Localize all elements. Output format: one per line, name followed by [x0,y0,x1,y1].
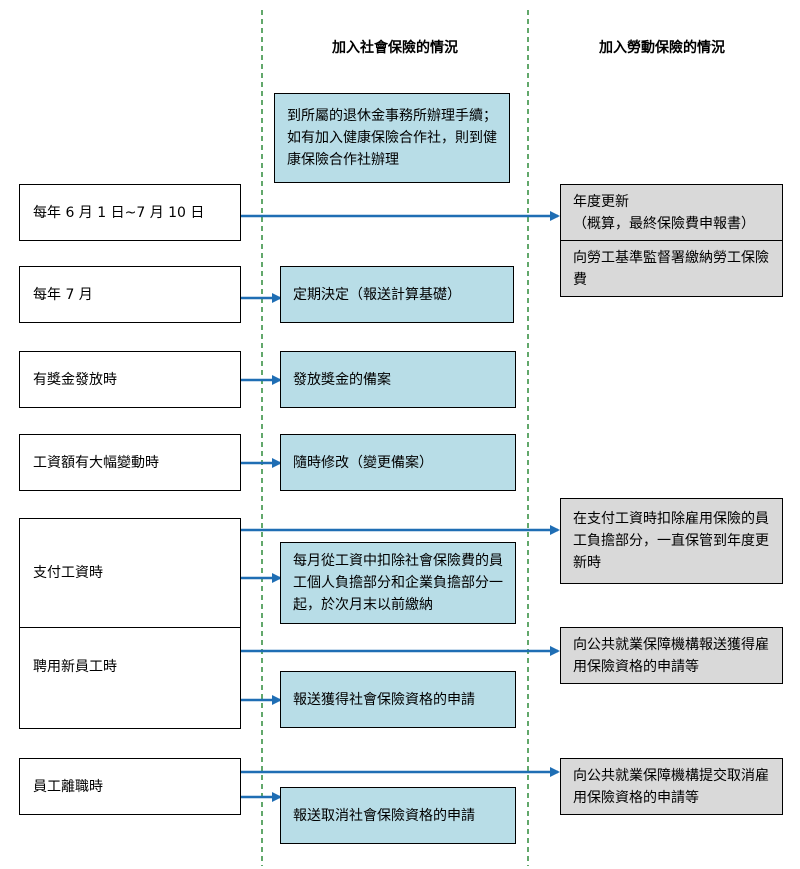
labor-employment-insurance-deduction: 在支付工資時扣除雇用保險的員工負擔部分，一直保管到年度更新時 [560,498,783,584]
social-qualification-cancellation: 報送取消社會保險資格的申請 [280,787,516,844]
header-labor-insurance: 加入勞動保險的情況 [599,40,725,56]
social-action-text: 隨時修改（變更備案） [293,454,433,471]
social-action-text: 發放獎金的備案 [293,371,391,388]
social-top-note-text: 到所屬的退休金事務所辦理手續；如有加入健康保險合作社，則到健康保險合作社辦理 [287,108,497,168]
arrows [241,211,560,802]
event-pay-wages: 支付工資時 [19,518,241,628]
labor-action-text: 在支付工資時扣除雇用保險的員工負擔部分，一直保管到年度更新時 [573,511,769,571]
event-label: 聘用新員工時 [33,659,117,675]
social-action-text: 報送取消社會保險資格的申請 [293,807,475,824]
event-label: 每年 7 月 [33,286,93,303]
event-label: 員工離職時 [33,778,103,795]
social-revision-filing: 隨時修改（變更備案） [280,434,516,491]
social-bonus-filing: 發放獎金的備案 [280,351,516,408]
social-action-text: 報送獲得社會保險資格的申請 [293,691,475,708]
labor-action-text: 向公共就業保障機構報送獲得雇用保險資格的申請等 [573,636,769,675]
event-wage-change: 工資額有大幅變動時 [19,434,241,491]
event-label: 有獎金發放時 [33,371,117,388]
event-bonus: 有獎金發放時 [19,351,241,408]
labor-action-text: 向公共就業保障機構提交取消雇用保險資格的申請等 [573,767,769,806]
labor-action-text: 向勞工基準監督署繳納勞工保險費 [573,249,769,288]
labor-annual-update: 年度更新 （概算，最終保險費申報書） [560,184,783,241]
social-periodic-decision: 定期決定（報送計算基礎） [280,266,514,323]
social-qualification-application: 報送獲得社會保險資格的申請 [280,671,516,728]
labor-action-text: 年度更新 （概算，最終保險費申報書） [573,193,755,232]
social-action-text: 定期決定（報送計算基礎） [293,286,461,303]
social-action-text: 每月從工資中扣除社會保險費的員工個人負擔部分和企業負擔部分一起，於次月末以前繳納 [293,553,503,613]
event-label: 工資額有大幅變動時 [33,454,159,471]
event-new-hire: 聘用新員工時 [19,627,241,729]
social-top-note: 到所屬的退休金事務所辦理手續；如有加入健康保險合作社，則到健康保險合作社辦理 [274,93,510,183]
event-label: 每年 6 月 1 日~7 月 10 日 [33,204,205,221]
labor-premium-payment: 向勞工基準監督署繳納勞工保險費 [560,240,783,297]
event-employee-leave: 員工離職時 [19,758,241,815]
labor-employment-cancellation: 向公共就業保障機構提交取消雇用保險資格的申請等 [560,758,783,815]
event-july: 每年 7 月 [19,266,241,323]
social-monthly-premium: 每月從工資中扣除社會保險費的員工個人負擔部分和企業負擔部分一起，於次月末以前繳納 [280,542,516,624]
event-label: 支付工資時 [33,565,103,581]
labor-employment-qualification: 向公共就業保障機構報送獲得雇用保險資格的申請等 [560,627,783,684]
event-june-july: 每年 6 月 1 日~7 月 10 日 [19,184,241,241]
header-social-insurance: 加入社會保險的情況 [332,40,458,56]
